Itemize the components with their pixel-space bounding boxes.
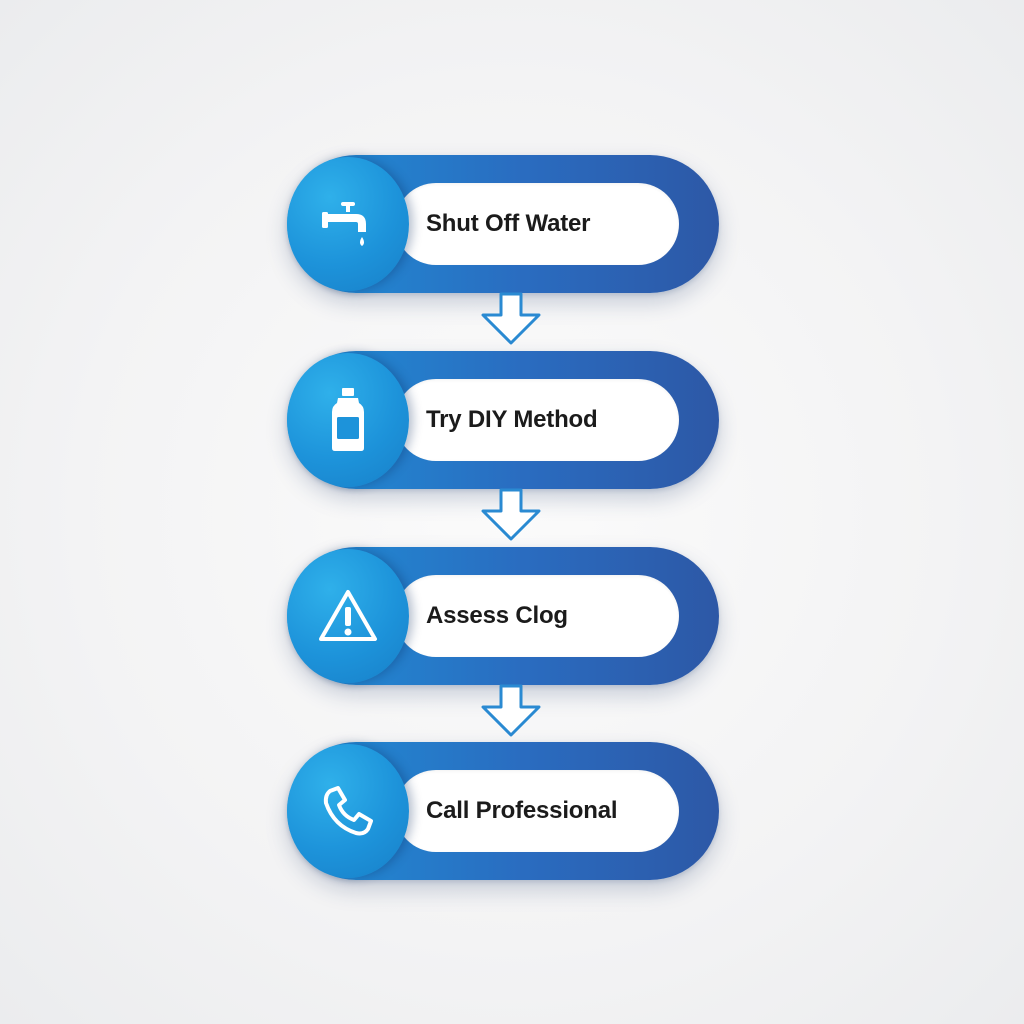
warning-icon <box>316 587 380 645</box>
step-label-pill: Try DIY Method <box>395 379 679 461</box>
down-arrow-icon <box>478 291 544 347</box>
step-icon-badge <box>287 353 409 487</box>
step-icon-badge <box>287 157 409 291</box>
step-label: Shut Off Water <box>426 210 591 237</box>
step-shut-off-water: Shut Off Water <box>287 155 719 293</box>
step-label-pill: Call Professional <box>395 770 679 852</box>
down-arrow-icon <box>478 683 544 739</box>
down-arrow-icon <box>478 487 544 543</box>
step-try-diy-method: Try DIY Method <box>287 351 719 489</box>
faucet-icon <box>318 194 378 254</box>
bottle-icon <box>318 385 378 455</box>
step-icon-badge <box>287 549 409 683</box>
step-icon-badge <box>287 744 409 878</box>
step-call-professional: Call Professional <box>287 742 719 880</box>
step-label: Try DIY Method <box>426 406 598 433</box>
phone-icon <box>320 783 376 839</box>
step-label: Call Professional <box>426 797 618 824</box>
step-assess-clog: Assess Clog <box>287 547 719 685</box>
step-label-pill: Shut Off Water <box>395 183 679 265</box>
step-label: Assess Clog <box>426 602 568 629</box>
step-label-pill: Assess Clog <box>395 575 679 657</box>
